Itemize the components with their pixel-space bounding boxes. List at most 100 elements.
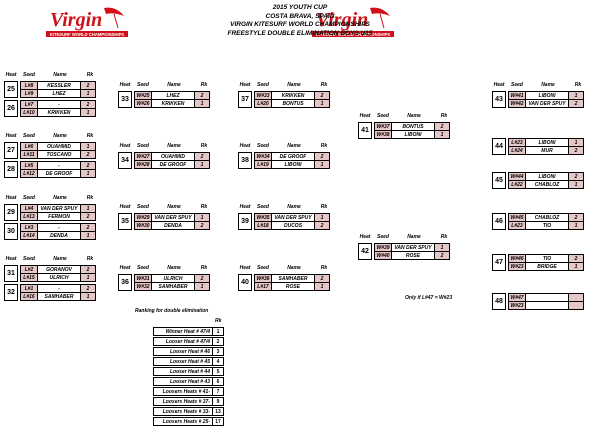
heat-name-cell: DUCOS — [271, 221, 315, 230]
column-header-seed: Seed — [377, 113, 389, 119]
heat-rk-cell: 1 — [568, 262, 584, 271]
column-header-heat: Heat — [359, 113, 371, 119]
column-header-name: Name — [167, 204, 181, 210]
column-header-heat: Heat — [359, 234, 371, 240]
heat-seed-cell: W#26 — [134, 99, 152, 108]
heat-number: 42 — [358, 243, 372, 260]
column-header-seed: Seed — [137, 204, 149, 210]
ranking-value: 5 — [212, 367, 224, 376]
heat-name-cell: ULRICH — [37, 273, 81, 282]
heat-name-cell: DE GROOF — [151, 160, 195, 169]
heat-number: 35 — [118, 213, 132, 230]
column-header-seed: Seed — [257, 265, 269, 271]
heat-seed-cell: L#12 — [20, 169, 38, 178]
heat-rk-cell: 2 — [194, 221, 210, 230]
column-header-name: Name — [167, 143, 181, 149]
logo-sub-left: KITESURF WORLD CHAMPIONSHIPS — [50, 32, 125, 37]
heat-name-cell — [525, 301, 569, 310]
heat-number: 26 — [4, 100, 18, 117]
column-header-seed: Seed — [137, 265, 149, 271]
column-header-rk: Rk — [320, 204, 328, 210]
column-header-rk: Rk — [440, 113, 448, 119]
column-header-name: Name — [167, 265, 181, 271]
column-header-rk: Rk — [200, 265, 208, 271]
heat-seed-cell: L#19 — [254, 160, 272, 169]
heat-rk-cell: 1 — [314, 282, 330, 291]
heat-row: W#23 — [508, 301, 584, 310]
column-header-heat: Heat — [119, 204, 131, 210]
svg-text:KITESURF WORLD CHAMPIONSHIPS: KITESURF WORLD CHAMPIONSHIPS — [316, 32, 391, 37]
ranking-label: Loosers Heats # 33- — [153, 407, 213, 416]
heat-name-cell: DENDA — [151, 221, 195, 230]
heat-number: 32 — [4, 284, 18, 301]
heat-name-cell: BONTUS — [271, 99, 315, 108]
column-header-heat: Heat — [5, 133, 17, 139]
heat-number: 36 — [118, 274, 132, 291]
column-header-heat: Heat — [239, 82, 251, 88]
column-header-heat: Heat — [5, 72, 17, 78]
ranking-row: Loosers Heats # 41-7 — [153, 387, 224, 396]
title-line: VIRGIN KITESURF WORLD CHAMPIONSHIPS — [230, 21, 370, 29]
column-header-name: Name — [287, 143, 301, 149]
column-header-name: Name — [53, 72, 67, 78]
heat-number: 45 — [492, 172, 506, 189]
heat-number: 37 — [238, 91, 252, 108]
heat-seed-cell: W#40 — [374, 251, 392, 260]
heat-name-cell: DE GROOF — [37, 169, 81, 178]
heat-seed-cell: L#13 — [20, 212, 38, 221]
heat-name-cell: KRIKKEN — [151, 99, 195, 108]
heat-number: 25 — [4, 81, 18, 98]
heat-rk-cell: 2 — [434, 251, 450, 260]
column-header-rk: Rk — [200, 204, 208, 210]
ranking-value: 7 — [212, 387, 224, 396]
heat-seed-cell: W#42 — [508, 99, 526, 108]
heat-rk-cell: 1 — [80, 89, 96, 98]
column-header-name: Name — [287, 265, 301, 271]
heat-rk-cell: 1 — [568, 221, 584, 230]
title-line: 2015 YOUTH CUP — [272, 4, 328, 11]
heat-rk-cell: 1 — [194, 160, 210, 169]
column-header-rk: Rk — [320, 265, 328, 271]
column-header-name: Name — [287, 82, 301, 88]
column-header-seed: Seed — [257, 204, 269, 210]
heat-number: 33 — [118, 91, 132, 108]
heat-seed-cell: L#22 — [508, 180, 526, 189]
ranking-row: Loosers Heats # 37-9 — [153, 397, 224, 406]
column-header-rk: Rk — [86, 72, 94, 78]
ranking-value: 1 — [212, 327, 224, 336]
ranking-value: 3 — [212, 347, 224, 356]
ranking-value: 6 — [212, 377, 224, 386]
svg-text:Virgin: Virgin — [316, 9, 368, 31]
heat-name-cell: MUR — [525, 146, 569, 155]
column-header-heat: Heat — [119, 265, 131, 271]
ranking-label: Loosers Heats # 25- — [153, 417, 213, 426]
heat-number: 47 — [492, 254, 506, 271]
column-header-seed: Seed — [23, 195, 35, 201]
event-title: 2015 YOUTH CUP COSTA BRAVA, SPAIN VIRGIN… — [160, 4, 440, 38]
title-line: FREESTYLE DOUBLE ELIMINATION BOYS U15 — [227, 29, 373, 37]
ranking-value: 9 — [212, 397, 224, 406]
column-header-name: Name — [53, 256, 67, 262]
column-header-rk: Rk — [574, 82, 582, 88]
heat-seed-cell: L#10 — [20, 108, 38, 117]
heat-rk-cell: 1 — [314, 160, 330, 169]
ranking-label: Looser Heat # 47/4 — [153, 337, 213, 346]
ranking-row: Loosers Heats # 25-17 — [153, 417, 224, 426]
ranking-title: Ranking for double elimination — [135, 308, 209, 314]
heat-number: 28 — [4, 161, 18, 178]
column-header-rk: Rk — [200, 82, 208, 88]
heat-rk-cell: 2 — [314, 221, 330, 230]
heat-seed-cell: L#20 — [254, 99, 272, 108]
